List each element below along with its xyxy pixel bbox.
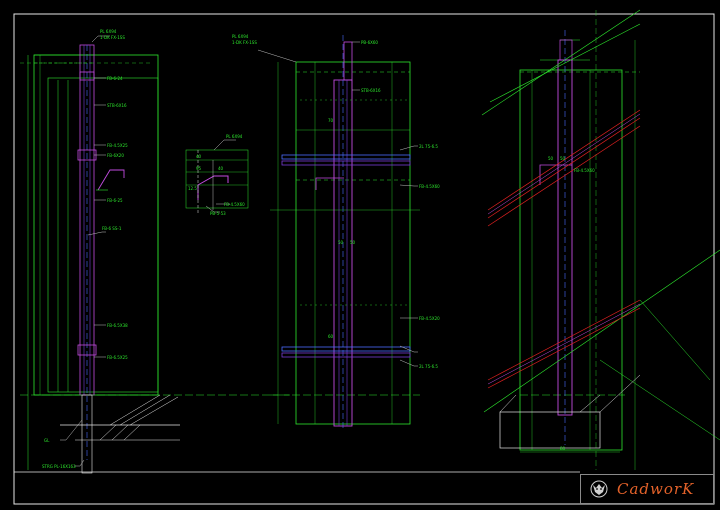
left-gl-label: GL — [44, 438, 50, 443]
cadwork-logo-text: CadworK — [617, 480, 695, 498]
detail-label-2: FB-4.5X60 — [224, 202, 245, 207]
right-dim-2: 50 — [560, 156, 566, 161]
drawing-frame — [13, 13, 715, 505]
mid-dim-4: 60 — [328, 334, 334, 339]
wolf-logo-icon — [590, 480, 608, 498]
detail-callout: PL 6X94 — [226, 134, 243, 139]
detail-label-1: PB-5-53 — [210, 211, 226, 216]
bracket-detail-view: PL 6X94 40 95 40 12.5 PB-5-53 FB-4.5X60 — [185, 134, 249, 216]
left-label-1: FB-6-24 — [107, 76, 123, 81]
middle-elevation-view: PL 6X94 1-DK FX-1SS PB-6X60 STB-6X16 2L … — [232, 34, 440, 430]
mid-label-5: FB-4.5X20 — [419, 316, 440, 321]
left-top-callout-sub: 1-DK FX-1SS — [100, 35, 125, 40]
mid-label-3: 2L 75-6.5 — [419, 144, 438, 149]
left-label-2: STB-6X16 — [107, 103, 127, 108]
mid-dim-1: 70 — [328, 118, 334, 123]
mid-label-2: STB-6X16 — [361, 88, 381, 93]
right-dim-3: 80 — [560, 446, 566, 451]
detail-dim-2: 95 — [196, 166, 202, 171]
detail-dim-1: 40 — [196, 154, 202, 159]
left-label-3: FB-4.5X25 — [107, 143, 128, 148]
left-label-6: FB-6.5X38 — [107, 323, 128, 328]
detail-dim-4: 12.5 — [188, 186, 197, 191]
right-label-1: FB-4.5X60 — [574, 168, 595, 173]
left-elevation-view: PL 6X94 1-DK FX-1SS FB-6-24 STB-6X16 FB-… — [20, 29, 290, 474]
mid-label-1: PB-6X60 — [361, 40, 378, 45]
cadwork-logo-box: CadworK — [580, 474, 714, 504]
mid-dim-3: 50 — [350, 240, 356, 245]
mid-callout: PL 6X94 — [232, 34, 249, 39]
detail-dim-3: 40 — [218, 166, 224, 171]
right-section-view: FB-4.5X60 50 50 80 — [481, 9, 720, 470]
left-top-callout: PL 6X94 — [100, 29, 117, 34]
left-label-4: FB-6X20 — [107, 153, 124, 158]
left-note: FB-6 SS-1 — [102, 226, 122, 231]
mid-dim-2: 50 — [338, 240, 344, 245]
right-dim-1: 50 — [548, 156, 554, 161]
mid-label-6: 2L 75-6.5 — [419, 364, 438, 369]
left-label-7: FB-6.5X25 — [107, 355, 128, 360]
left-label-5: FB-6-25 — [107, 198, 123, 203]
mid-label-4: FB-4.5X60 — [419, 184, 440, 189]
left-base-note: STRG PL-16X163 — [42, 464, 76, 469]
mid-callout-sub: 1-DK FX-1SS — [232, 40, 257, 45]
